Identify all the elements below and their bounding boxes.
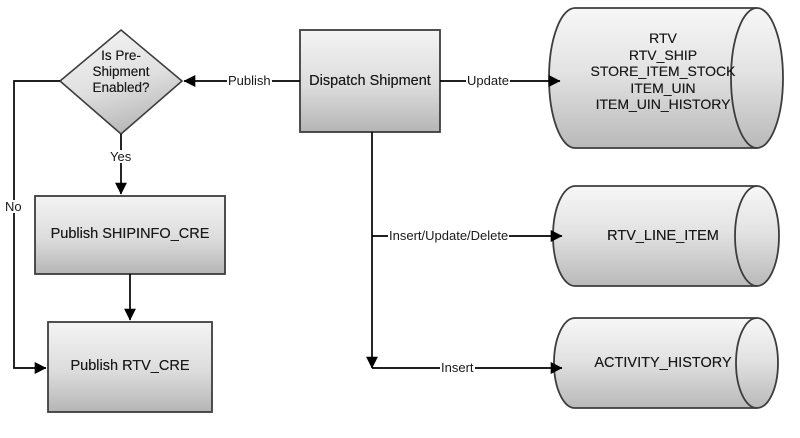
node-publish-rtv-shape <box>47 321 213 413</box>
edge-label-no: No <box>4 199 23 214</box>
edge-label-publish: Publish <box>227 73 272 88</box>
node-db-rtv-line-item-shape <box>552 185 780 287</box>
edge-label-yes: Yes <box>109 149 133 164</box>
node-decision-shape <box>58 28 184 136</box>
edge-label-insert-update-delete: Insert/Update/Delete <box>388 228 510 243</box>
edge-label-update: Update <box>466 73 510 88</box>
node-db-rtv-group-shape <box>548 7 784 149</box>
node-db-activity-history-shape <box>553 317 779 409</box>
node-publish-shipinfo-shape <box>34 195 226 275</box>
edge-label-insert: Insert <box>440 360 475 375</box>
edge-no-line <box>13 80 60 374</box>
node-dispatch-shipment-shape <box>299 29 441 133</box>
